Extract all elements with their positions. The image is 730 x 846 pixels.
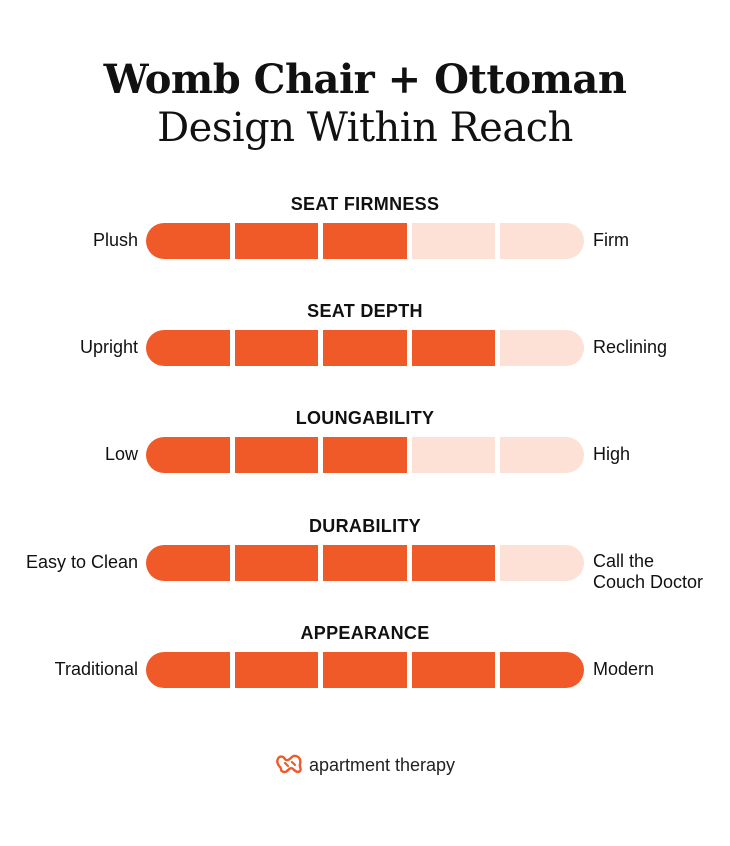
scale-right-label: Modern [593,659,654,680]
rating-loungability: LOUNGABILITY Low High [0,408,730,490]
scale-right-line: Couch Doctor [593,572,704,592]
rating-segment-filled [234,330,319,366]
rating-segment-filled [146,437,230,473]
scale-right-line: Reclining [593,337,668,357]
scale-right-label: Firm [593,230,629,251]
rating-bar [146,545,584,581]
rating-appearance: APPEARANCE Traditional Modern [0,623,730,705]
scale-left-label: Upright [79,337,138,357]
scale-left-label: Easy to Clean [25,552,138,572]
apartment-therapy-logo-icon [275,752,305,779]
rating-label: SEAT FIRMNESS [290,194,440,214]
rating-segment-filled [146,223,230,259]
rating-label: SEAT DEPTH [307,301,423,321]
rating-segment-filled [411,652,496,688]
rating-segment-filled [146,652,230,688]
rating-seat-firmness: SEAT FIRMNESS Plush Firm [0,194,730,276]
rating-segment-filled [323,437,407,473]
scale-right-label: High [593,444,630,465]
rating-segment-filled [234,437,319,473]
rating-segment-filled [146,330,230,366]
rating-segment-filled [411,545,496,581]
rating-segment-empty [500,437,584,473]
scale-left-label: Low [104,444,138,464]
rating-segment-empty [500,330,584,366]
scale-right-line: Firm [593,230,629,250]
rating-segment-empty [411,437,496,473]
rating-segment-empty [500,545,584,581]
rating-bar [146,652,584,688]
scale-right-label: Reclining [593,337,667,358]
rating-segment-filled [234,652,319,688]
scale-right-line: High [593,444,631,464]
rating-segment-empty [500,223,584,259]
rating-label: DURABILITY [309,516,421,536]
brand-name: apartment therapy [308,755,456,775]
page-subtitle: Design Within Reach [157,105,573,151]
rating-segment-filled [323,652,407,688]
rating-bar [146,223,584,259]
rating-segment-filled [500,652,584,688]
rating-segment-filled [234,545,319,581]
rating-seat-depth: SEAT DEPTH Upright Reclining [0,301,730,383]
scale-left-label: Traditional [54,659,138,679]
rating-label: LOUNGABILITY [295,408,435,428]
scale-right-label: Call the Couch Doctor [593,551,703,593]
scale-right-line: Modern [593,659,655,679]
rating-durability: DURABILITY Easy to Clean Call the Couch … [0,516,730,598]
rating-segment-filled [411,330,496,366]
rating-segment-filled [323,223,407,259]
rating-bar [146,437,584,473]
page-title: Womb Chair + Ottoman [103,56,627,103]
rating-segment-filled [323,545,407,581]
rating-segment-filled [234,223,319,259]
rating-segment-filled [146,545,230,581]
scale-right-line: Call the [593,551,655,571]
scale-left-label: Plush [92,230,138,250]
rating-segment-filled [323,330,407,366]
brand-footer: apartment therapy [0,752,730,779]
rating-label: APPEARANCE [300,623,430,643]
rating-segment-empty [411,223,496,259]
rating-bar [146,330,584,366]
